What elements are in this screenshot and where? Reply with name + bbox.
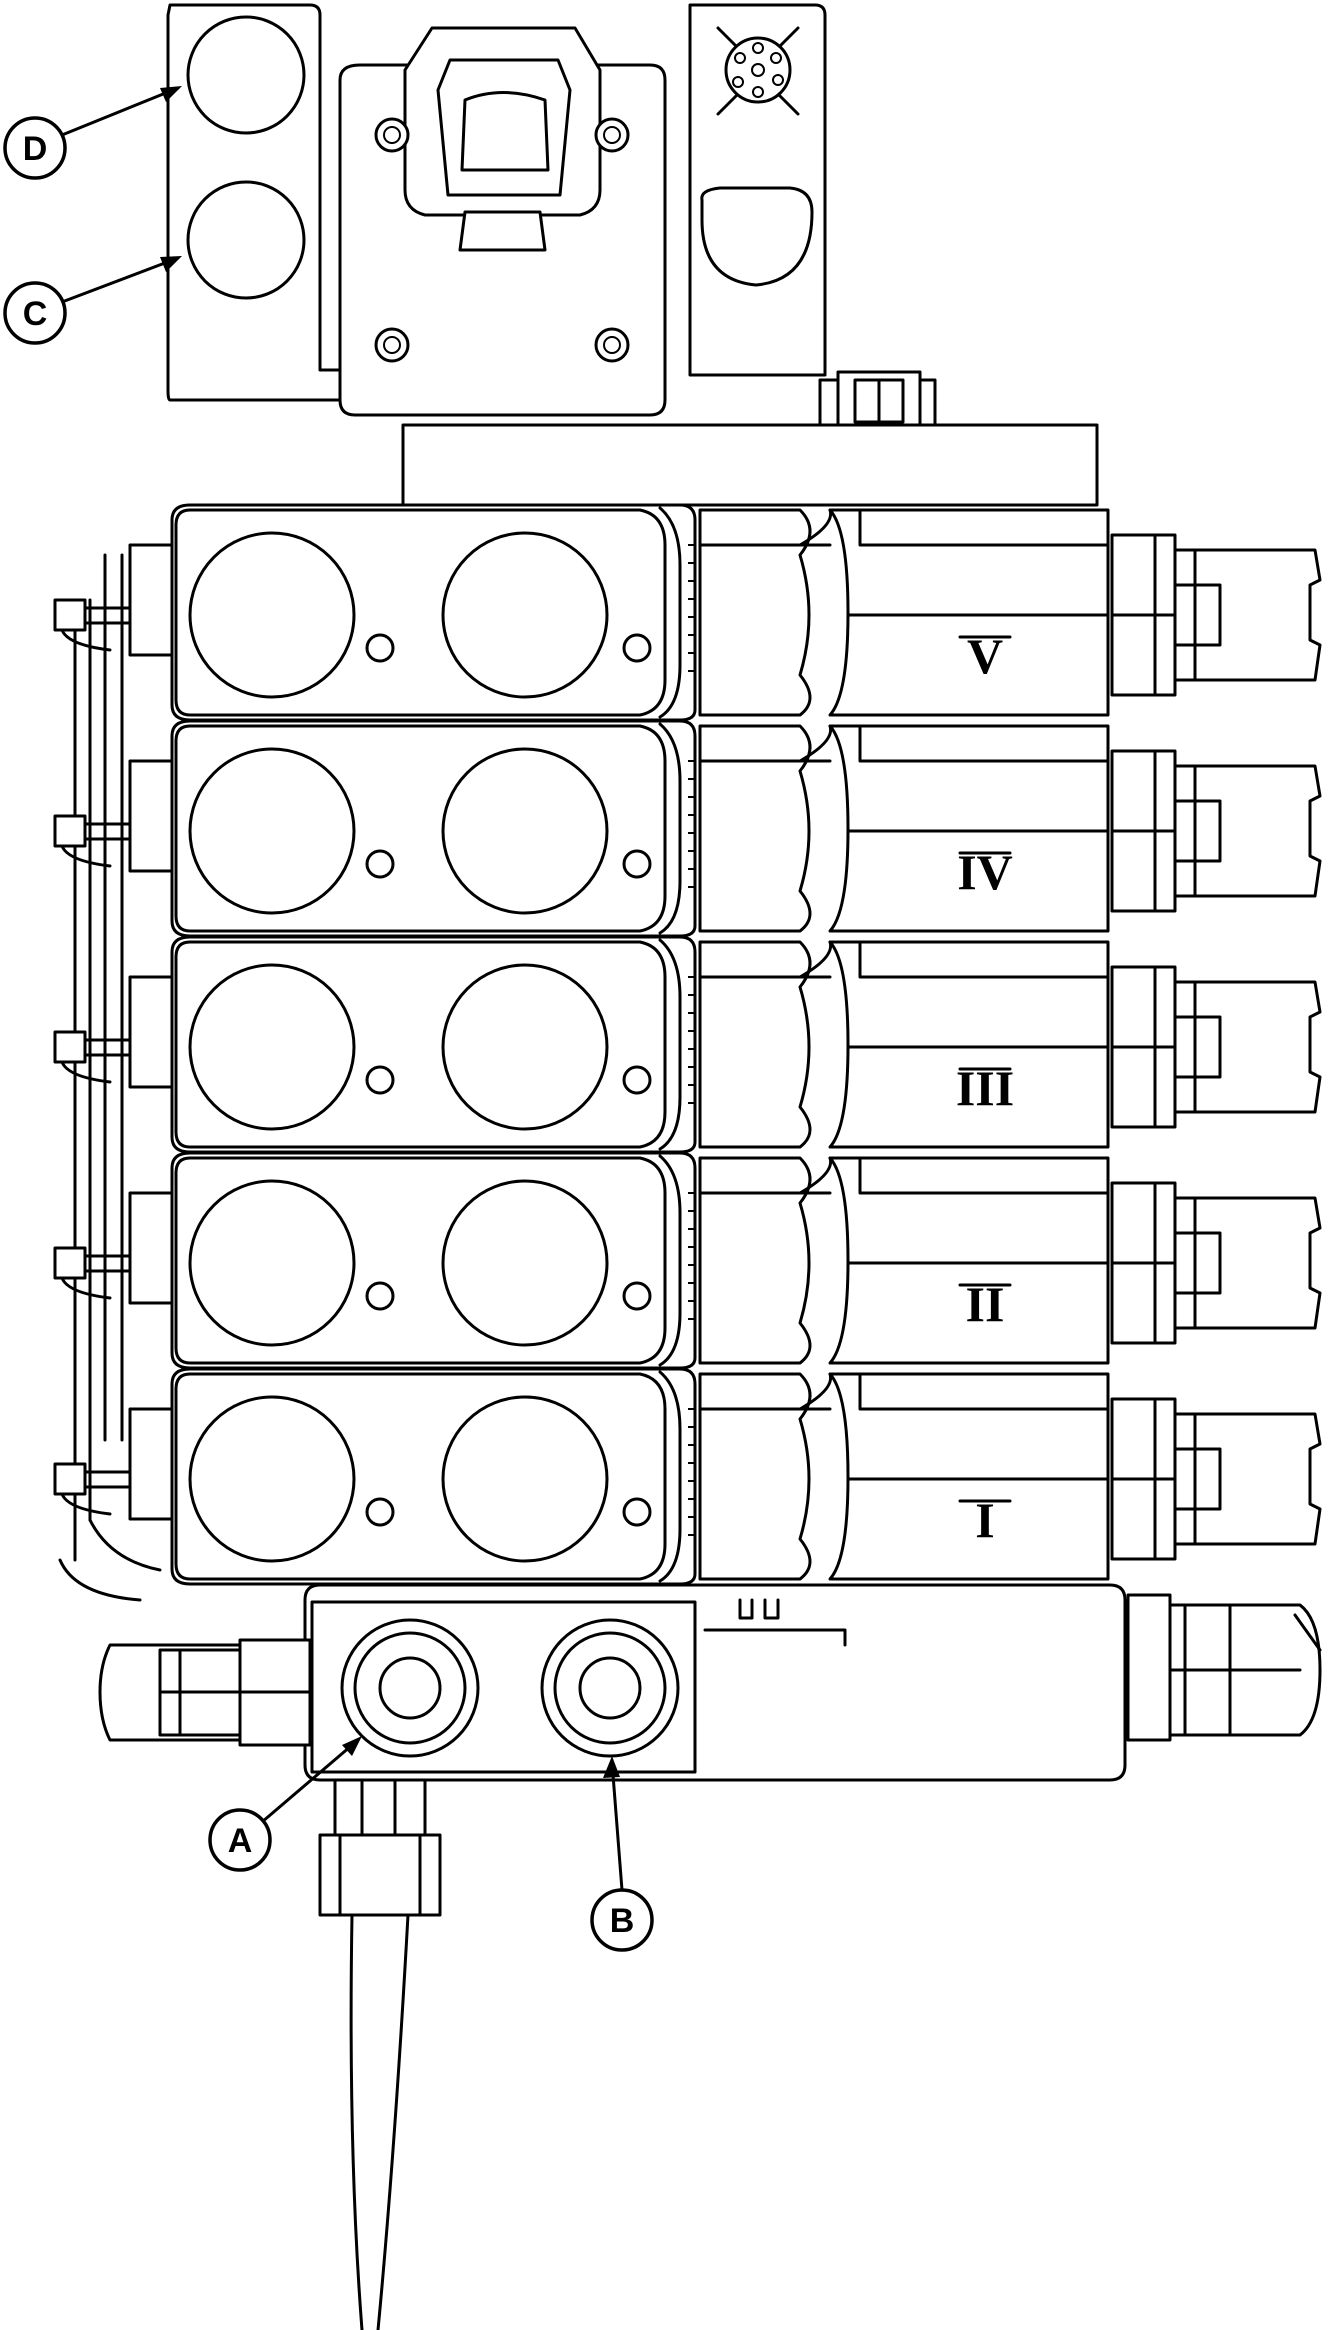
callout-d: D [3,86,182,180]
callout-b-label: B [610,1902,635,1940]
callout-a: A [208,1736,362,1872]
valve-section-v: V [53,503,1322,722]
mounting-bracket [166,3,827,402]
top-cover-plate [401,423,1099,507]
electrical-socket [338,26,667,417]
callout-d-label: D [23,130,48,168]
port-d [186,15,306,135]
section-label-i: I [975,1492,994,1548]
valve-section-ii: II [53,1151,1322,1370]
callout-c: C [3,256,182,345]
port-c [186,180,306,300]
outlet-section [98,1583,1322,2330]
callout-b: B [590,1756,654,1952]
port-b [540,1618,680,1758]
hex-nut [818,370,937,432]
valve-section-iii: III [53,935,1322,1154]
bracket-slot [700,186,814,287]
valve-section-iv: IV [53,719,1322,938]
callout-c-label: C [23,295,48,333]
port-a [340,1618,480,1758]
valve-section-i: I [53,1367,1322,1586]
left-tubing [58,553,162,1602]
callout-a-label: A [228,1822,253,1860]
connector-pin-face [716,26,800,116]
